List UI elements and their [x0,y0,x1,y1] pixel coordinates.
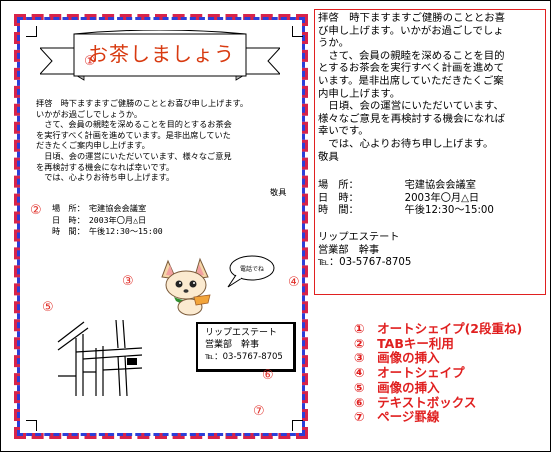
marker-7: ⑦ [253,404,265,419]
speech-bubble-text: 電話でね [240,265,264,273]
marker-6: ⑥ [262,368,274,383]
textbox-department: 営業部 幹事 [205,340,260,350]
contact-text-box[interactable]: リップエステート 営業部 幹事 ℡：03-5767-8705 [196,322,296,372]
textbox-company: リップエステート [205,328,278,338]
legend-item: ① オートシェイプ(2段重ね) [354,321,523,336]
legend-item: ⑤ 画像の挿入 [354,379,440,395]
crop-mark-top-left [26,26,37,37]
letter-body: 拝啓 時下ますますご健勝のこととお喜び申し上げます。 いかがお過ごしでしょうか。… [36,98,249,183]
crop-mark-bottom-left [26,420,37,431]
legend-item: ② TABキー利用 [354,335,454,351]
legend-item: ⑥ テキストボックス [354,394,477,410]
legend-item: ⑦ ページ罫線 [354,409,440,425]
speech-bubble[interactable]: 電話でね [224,253,276,289]
textbox-phone: ℡：03-5767-8705 [205,352,283,362]
ribbon-banner[interactable] [40,30,280,84]
marker-5: ⑤ [42,300,54,315]
plain-text-panel [314,9,546,295]
marker-1: ① [84,54,96,69]
marker-4: ④ [288,275,300,290]
banner-title: お茶しましょう [88,42,235,66]
legend-item: ③ 画像の挿入 [354,350,440,366]
letter-closing: 敬具 [270,187,287,197]
marker-3: ③ [122,274,134,289]
panel-event-details: 場 所： 宅建協会会議室 日 時： 2003年〇月△日 時 間： 午後12:30… [318,180,494,217]
legend-item: ④ オートシェイプ [354,365,465,381]
crop-mark-top-right [292,26,303,37]
crop-mark-bottom-right [292,420,303,431]
panel-letter-body: 拝啓 時下ますますご健勝のこととお喜 び申し上げます。いかがお過ごしでしょ うか… [318,12,506,163]
event-details: 場 所： 宅建協会会議室 日 時： 2003年〇月△日 時 間： 午後12:30… [52,203,163,236]
puppy-clipart[interactable] [150,255,220,317]
map-clipart[interactable] [56,312,146,398]
marker-2: ② [30,203,42,218]
feature-legend: ① オートシェイプ(2段重ね) ② TABキー利用 ③ 画像の挿入 ④ オートシ… [354,321,523,425]
panel-company-info: リップエステート 営業部 幹事 ℡：03-5767-8705 [318,232,412,269]
